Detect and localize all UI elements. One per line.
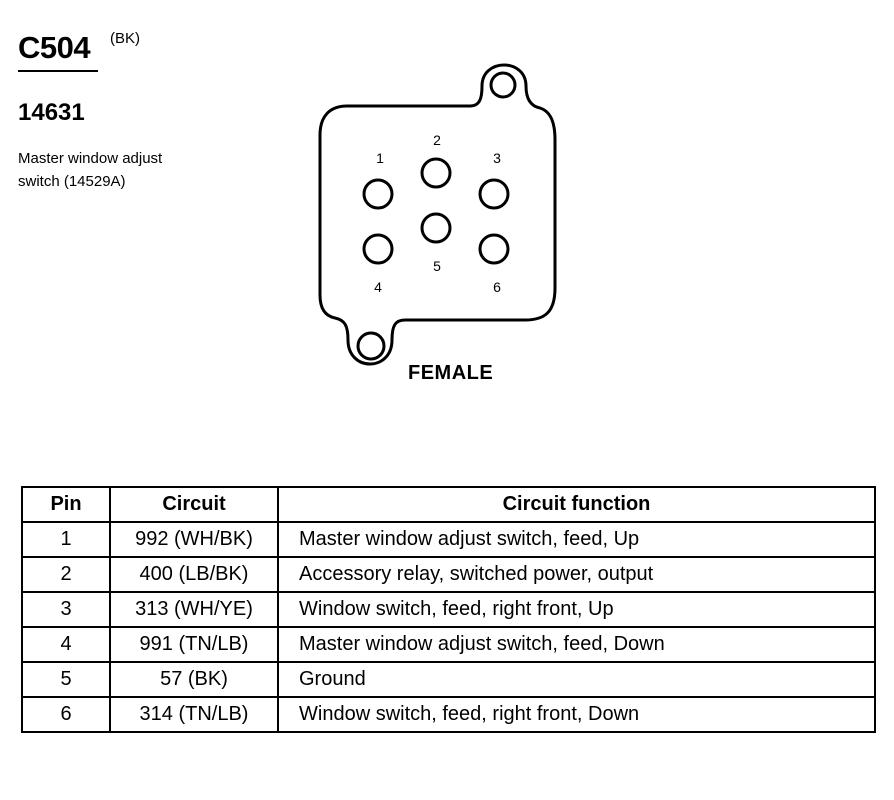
header-pin: Pin xyxy=(21,486,111,523)
table-row: 3 313 (WH/YE) Window switch, feed, right… xyxy=(21,591,876,628)
cell-pin: 2 xyxy=(21,556,111,593)
cell-circuit: 313 (WH/YE) xyxy=(109,591,279,628)
cell-function: Master window adjust switch, feed, Up xyxy=(277,521,876,558)
cell-pin: 3 xyxy=(21,591,111,628)
header-circuit: Circuit xyxy=(109,486,279,523)
cell-function: Ground xyxy=(277,661,876,698)
pin-label-5: 5 xyxy=(433,258,441,274)
cell-circuit: 400 (LB/BK) xyxy=(109,556,279,593)
cell-function: Window switch, feed, right front, Up xyxy=(277,591,876,628)
mounting-hole-bottom xyxy=(356,331,386,361)
mounting-hole-top xyxy=(489,71,517,99)
cell-circuit: 314 (TN/LB) xyxy=(109,696,279,733)
pin-cavity-2 xyxy=(420,157,452,189)
pin-cavity-6 xyxy=(478,233,510,265)
table-row: 5 57 (BK) Ground xyxy=(21,661,876,698)
connector-description: Master window adjust switch (14529A) xyxy=(18,150,163,190)
cell-function: Master window adjust switch, feed, Down xyxy=(277,626,876,663)
pin-cavity-3 xyxy=(478,178,510,210)
connector-housing-outline xyxy=(318,63,557,366)
cell-pin: 1 xyxy=(21,521,111,558)
pin-cavity-5 xyxy=(420,212,452,244)
header-circuit-function: Circuit function xyxy=(277,486,876,523)
connector-id: C504 xyxy=(18,30,91,65)
cell-function: Accessory relay, switched power, output xyxy=(277,556,876,593)
connector-face-label: FEMALE xyxy=(408,362,494,384)
table-row: 4 991 (TN/LB) Master window adjust switc… xyxy=(21,626,876,663)
cell-circuit: 991 (TN/LB) xyxy=(109,626,279,663)
part-number: 14631 xyxy=(18,99,85,126)
pin-label-6: 6 xyxy=(493,279,501,295)
cell-pin: 6 xyxy=(21,696,111,733)
table-row: 6 314 (TN/LB) Window switch, feed, right… xyxy=(21,696,876,733)
cell-pin: 5 xyxy=(21,661,111,698)
pin-cavity-4 xyxy=(362,233,394,265)
pin-label-3: 3 xyxy=(493,150,501,166)
cell-pin: 4 xyxy=(21,626,111,663)
table-row: 1 992 (WH/BK) Master window adjust switc… xyxy=(21,521,876,558)
cell-circuit: 57 (BK) xyxy=(109,661,279,698)
cell-circuit: 992 (WH/BK) xyxy=(109,521,279,558)
connector-color-code: (BK) xyxy=(110,30,140,47)
connector-face-diagram: 1 2 3 4 5 6 xyxy=(318,63,557,366)
pin-label-1: 1 xyxy=(376,150,384,166)
pin-label-2: 2 xyxy=(433,132,441,148)
table-header-row: Pin Circuit Circuit function xyxy=(21,486,876,523)
pin-table: Pin Circuit Circuit function 1 992 (WH/B… xyxy=(21,486,876,733)
pin-label-4: 4 xyxy=(374,279,382,295)
connector-id-underline xyxy=(18,70,98,72)
cell-function: Window switch, feed, right front, Down xyxy=(277,696,876,733)
pin-cavity-1 xyxy=(362,178,394,210)
table-row: 2 400 (LB/BK) Accessory relay, switched … xyxy=(21,556,876,593)
